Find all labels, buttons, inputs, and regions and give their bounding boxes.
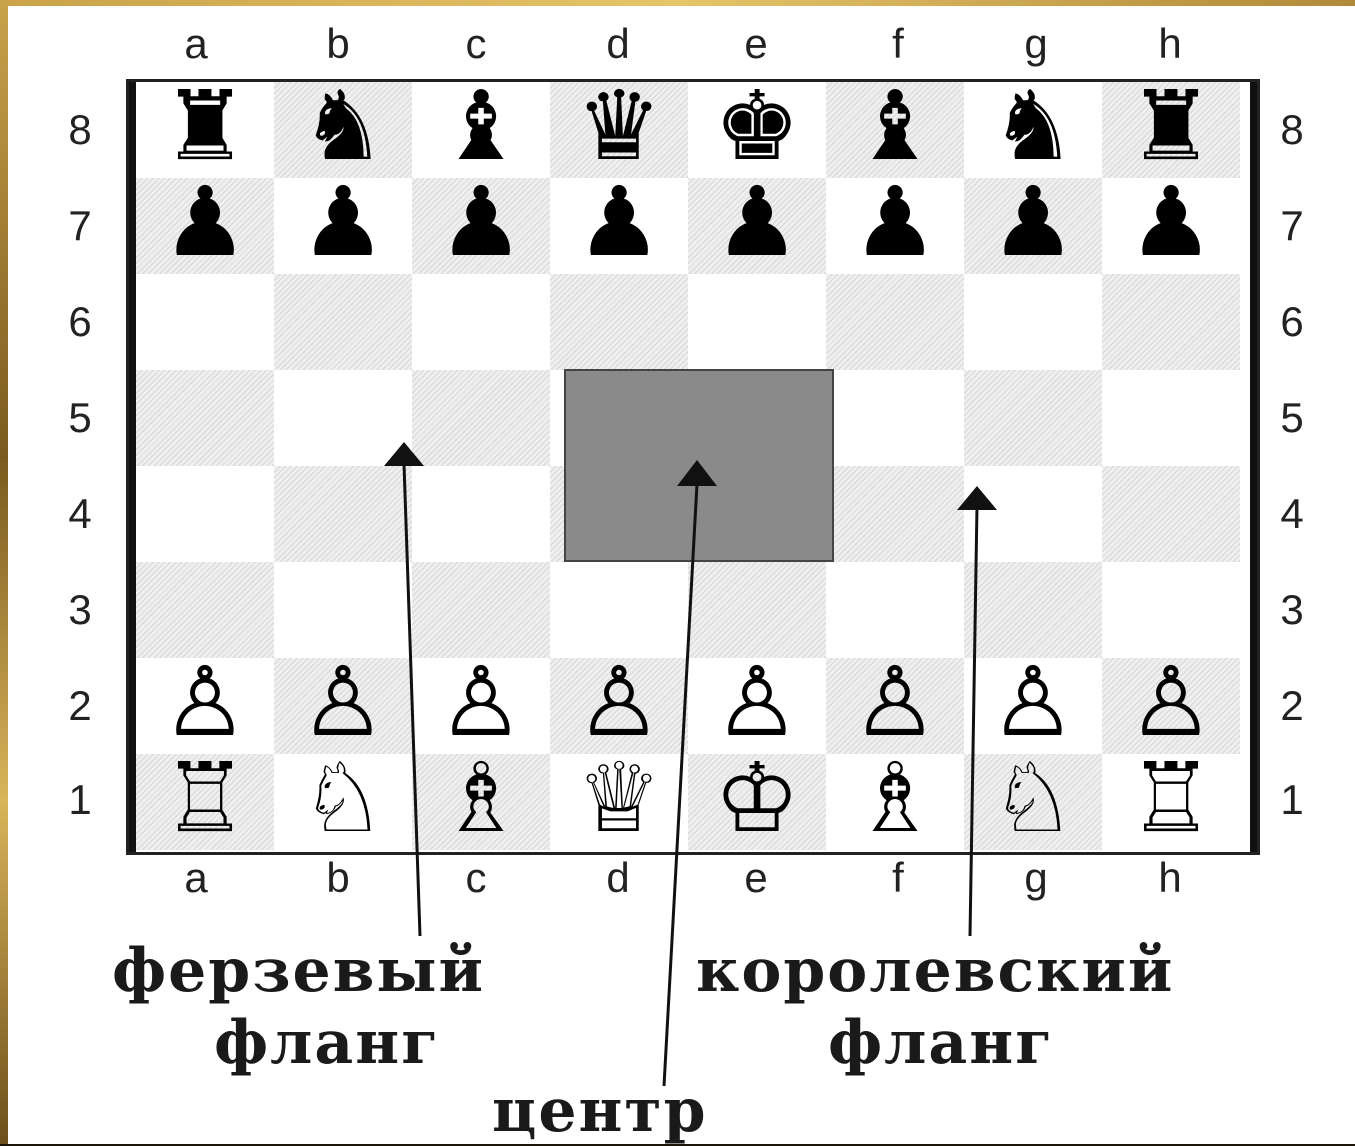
kingside-caption-line1: королевский <box>696 936 1174 1006</box>
kingside-caption-line2: фланг <box>828 1008 1054 1078</box>
center-caption: центр <box>492 1076 708 1146</box>
kingside-arrow <box>957 486 997 936</box>
queenside-arrow <box>384 442 424 936</box>
diagram-canvas: a b c d e f g h a b c d e f g h 8 7 6 5 … <box>8 6 1355 1144</box>
queenside-caption-line1: ферзевый <box>112 936 485 1006</box>
queenside-caption-line2: фланг <box>214 1008 440 1078</box>
